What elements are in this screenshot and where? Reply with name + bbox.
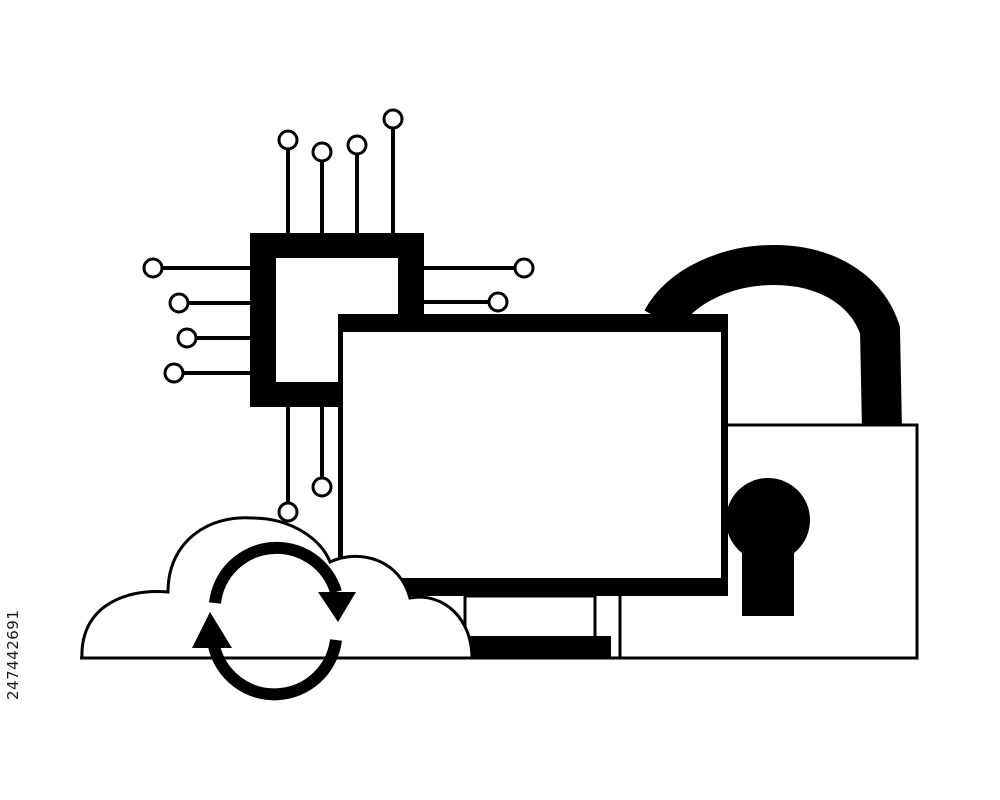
chip-right-pins [423, 257, 535, 313]
keyhole-icon [726, 478, 810, 616]
chip-bottom-pins [277, 405, 333, 523]
sync-icon [192, 541, 356, 701]
sync-arrowhead-right [318, 592, 356, 622]
computer-monitor-icon [338, 314, 728, 659]
cloud-outline [80, 516, 474, 660]
monitor-stand [463, 594, 597, 640]
sync-arrow-bottom [208, 639, 342, 701]
stock-id-label: 247442691 [4, 609, 22, 700]
padlock-shackle [644, 245, 902, 431]
chip-top-pins [277, 108, 404, 235]
monitor-screen [343, 332, 721, 578]
sync-arrow-top [209, 541, 342, 604]
chip-left-pins [142, 257, 252, 384]
sync-arrowhead-left [192, 612, 232, 648]
monitor-base [465, 636, 611, 659]
cloud-icon [80, 516, 620, 660]
